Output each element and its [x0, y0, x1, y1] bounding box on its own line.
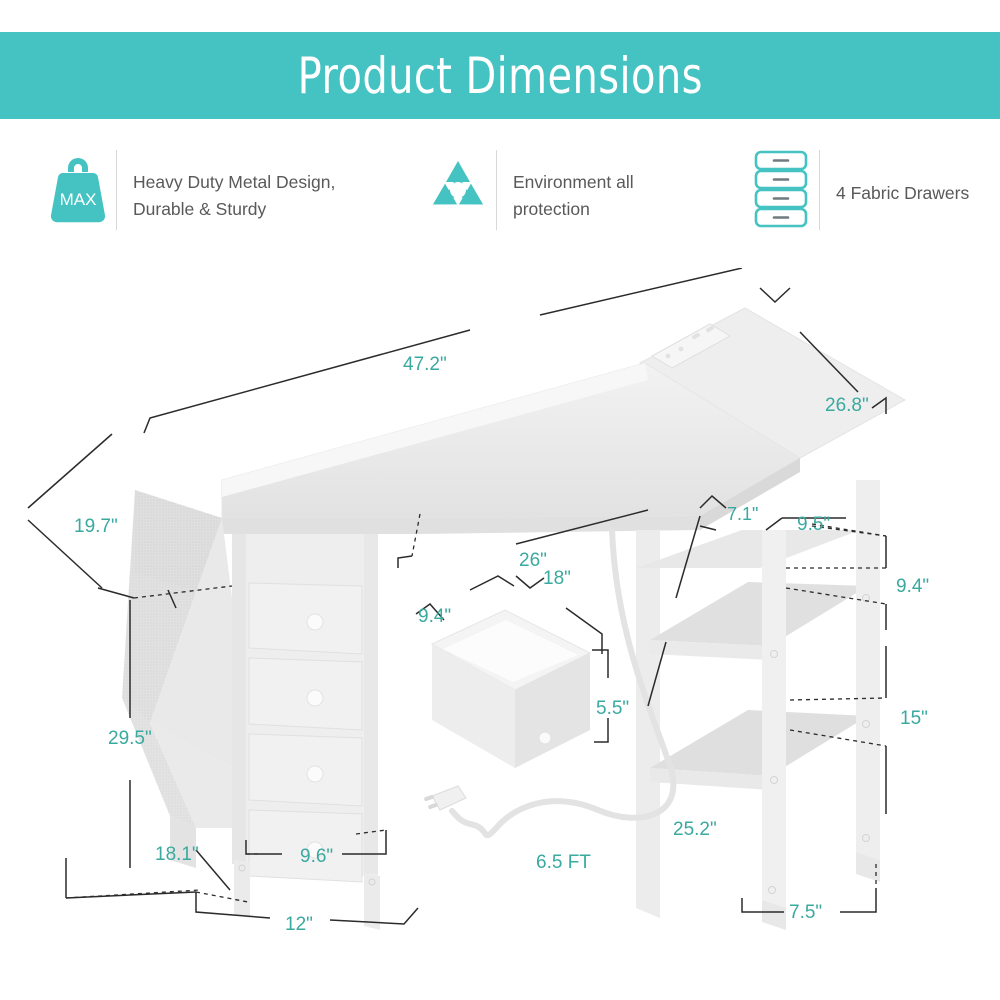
- dim-return-depth: 26.8": [825, 395, 869, 416]
- dim-upper-shelf-height: 9.4": [896, 576, 930, 597]
- dim-main-desktop-length: 26": [519, 550, 547, 571]
- dim-base-depth: 12": [285, 914, 313, 935]
- svg-text:MAX: MAX: [60, 190, 97, 209]
- feature-heavy-duty: MAX Heavy Duty Metal Design, Durable & S…: [42, 150, 348, 230]
- dim-desktop-width: 47.2": [403, 354, 447, 375]
- power-outlet-panel: [650, 323, 732, 369]
- dimension-dashed-lines: [65, 513, 887, 903]
- recycle-icon: [422, 150, 494, 230]
- feature-drawers: 4 Fabric Drawers: [745, 150, 969, 230]
- dim-drawer-width: 18": [543, 568, 571, 589]
- dim-shelf-tower-width: 7.5": [789, 902, 823, 923]
- dim-power-cord-length: 6.5 FT: [536, 852, 591, 873]
- header-banner: Product Dimensions: [0, 32, 1000, 119]
- feature-label: Heavy Duty Metal Design, Durable & Sturd…: [133, 172, 336, 219]
- feature-environment: Environment all protection: [422, 150, 673, 230]
- feature-row: MAX Heavy Duty Metal Design, Durable & S…: [0, 150, 1000, 260]
- dim-shelf-tower-height: 25.2": [673, 819, 717, 840]
- feature-label: 4 Fabric Drawers: [836, 183, 970, 203]
- power-cord: [449, 527, 677, 839]
- dim-drawer-unit-width: 9.6": [300, 846, 334, 867]
- drawer-unit: [232, 534, 380, 930]
- feature-divider: [116, 150, 117, 230]
- max-weight-icon: MAX: [42, 150, 114, 230]
- dimension-diagram: 47.2" 26.8" 19.7" 26" 7.1" 9.5" 9.4" 15"…: [0, 268, 1000, 1000]
- dim-lower-shelf-height: 15": [900, 708, 928, 729]
- feature-divider: [819, 150, 820, 230]
- dim-total-desk-height: 29.5": [108, 728, 152, 749]
- dim-corner-notch: 7.1": [727, 504, 759, 524]
- shelf-tower: [636, 480, 880, 930]
- dim-drawer-unit-height: 18.1": [155, 844, 199, 865]
- dim-shelf-top-depth: 9.5": [797, 514, 831, 535]
- dim-drawer-depth: 9.4": [418, 606, 452, 627]
- feature-divider: [496, 150, 497, 230]
- feature-label: Environment all protection: [513, 172, 634, 219]
- desk-illustration: [27, 268, 907, 930]
- four-drawers-icon: [745, 150, 817, 230]
- fabric-drawer-detail: [430, 609, 592, 768]
- dim-drawer-height: 5.5": [596, 698, 630, 719]
- page-title: Product Dimensions: [297, 46, 703, 105]
- power-plug-icon: [424, 785, 467, 811]
- dim-left-top-depth: 19.7": [74, 516, 118, 537]
